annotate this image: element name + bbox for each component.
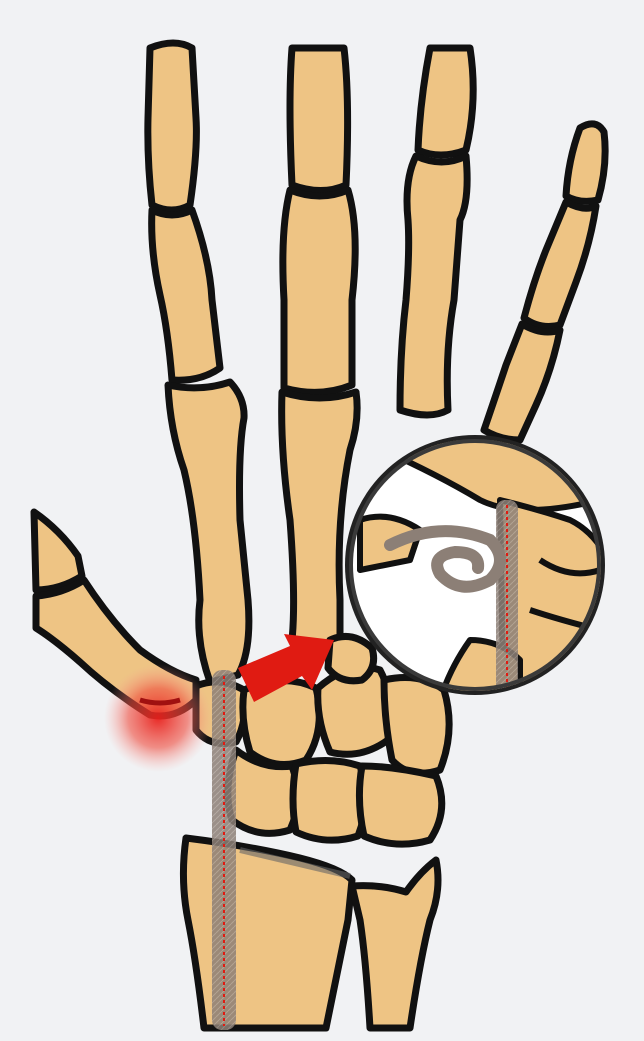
carpal-triquetrum xyxy=(359,766,441,844)
tendon xyxy=(212,670,236,1030)
carpal-pisiform xyxy=(384,678,449,774)
middle-finger-distal xyxy=(418,48,473,155)
little-finger-distal xyxy=(148,43,197,210)
ring-finger-middle xyxy=(283,190,355,392)
index-finger-middle xyxy=(524,202,596,326)
inflammation-glow xyxy=(104,664,212,772)
little-finger-middle xyxy=(152,210,220,380)
index-finger-distal xyxy=(566,124,605,201)
magnifier-lens xyxy=(345,435,620,700)
carpal-lunate xyxy=(293,760,366,840)
thumb-distal xyxy=(34,512,82,590)
index-finger-proximal xyxy=(484,324,560,440)
carpal-bridge xyxy=(328,636,374,680)
ring-finger-distal xyxy=(290,48,348,191)
radius-bone xyxy=(183,838,352,1028)
little-finger-proximal xyxy=(168,382,249,682)
ring-finger-proximal xyxy=(282,392,357,646)
ulna-bone xyxy=(352,860,438,1028)
middle-finger-middle xyxy=(400,156,467,415)
